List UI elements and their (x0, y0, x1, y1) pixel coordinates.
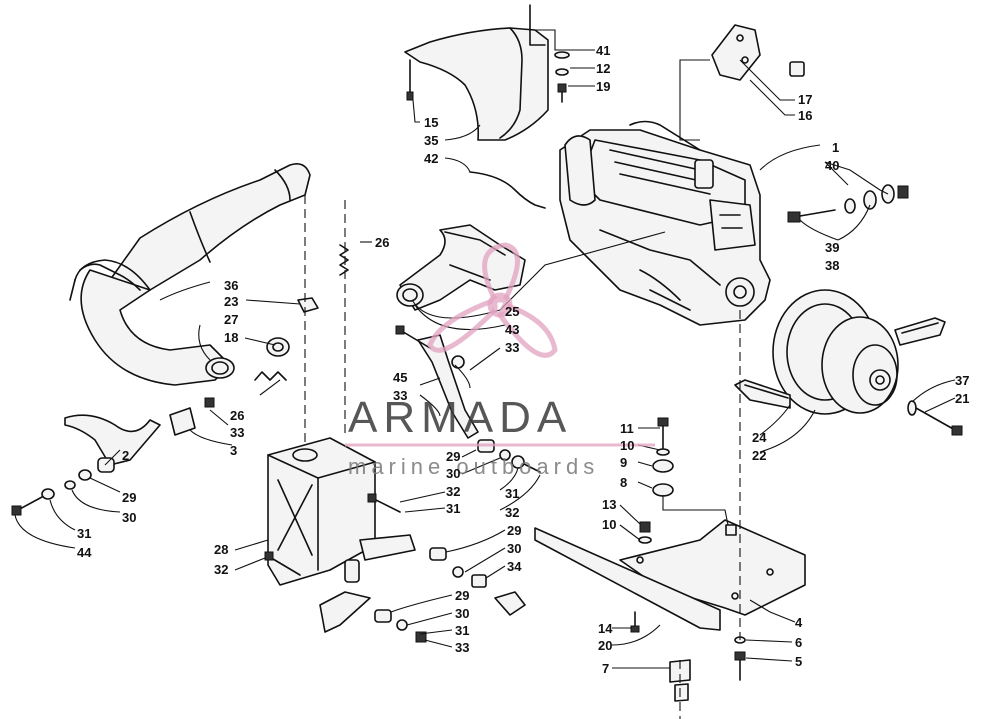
callout-label: 33 (455, 640, 469, 655)
callout-label: 29 (507, 523, 521, 538)
callout-label: 12 (596, 61, 610, 76)
callout-label: 30 (446, 466, 460, 481)
callout-label: 3 (230, 443, 237, 458)
callout-label: 29 (122, 490, 136, 505)
watermark-tagline: marine outboards (348, 454, 599, 479)
callout-label: 10 (620, 438, 634, 453)
callout-label: 26 (375, 235, 389, 250)
callout-label: 29 (446, 449, 460, 464)
callout-label: 30 (507, 541, 521, 556)
gaskets-springs (254, 244, 349, 381)
callout-label: 11 (620, 421, 634, 436)
drive-belt (734, 317, 946, 409)
callout-label: 22 (752, 448, 766, 463)
callout-label: 16 (798, 108, 812, 123)
callout-label: 29 (455, 588, 469, 603)
callout-label: 23 (224, 294, 238, 309)
callout-label: 35 (424, 133, 438, 148)
callout-label: 38 (825, 258, 839, 273)
watermark: ARMADA marine outboards (345, 242, 655, 479)
callout-label: 32 (214, 562, 228, 577)
callout-label: 40 (825, 158, 839, 173)
watermark-brand: ARMADA (348, 393, 572, 442)
heat-shield-cover (404, 4, 549, 141)
callout-label: 15 (424, 115, 438, 130)
callout-label: 39 (825, 240, 839, 255)
exhaust-pipe (69, 162, 311, 386)
callout-label: 28 (214, 542, 228, 557)
callout-label: 42 (424, 151, 438, 166)
callout-label: 43 (505, 322, 519, 337)
callout-label: 34 (507, 559, 522, 574)
callout-label: 14 (598, 621, 613, 636)
callout-label: 30 (455, 606, 469, 621)
leader-lines (14, 29, 956, 669)
callout-label: 45 (393, 370, 407, 385)
callout-label: 10 (602, 517, 616, 532)
callout-label: 2 (122, 448, 129, 463)
callout-label: 19 (596, 79, 610, 94)
callout-label: 41 (596, 43, 610, 58)
callout-label: 4 (795, 615, 803, 630)
wire-strap (469, 171, 546, 209)
callout-label: 37 (955, 373, 969, 388)
callout-label: 26 (230, 408, 244, 423)
callout-label: 33 (505, 340, 519, 355)
callout-label: 1 (832, 140, 839, 155)
callout-label: 33 (393, 388, 407, 403)
callout-label: 31 (77, 526, 91, 541)
bushings (264, 439, 541, 643)
callout-label: 36 (224, 278, 238, 293)
muffler-hanger (11, 397, 215, 516)
callout-label: 31 (455, 623, 469, 638)
callout-label: 44 (77, 545, 92, 560)
propeller-logo-icon (427, 242, 558, 358)
clutch-bolt (907, 400, 963, 436)
motor-plate (534, 519, 806, 631)
callout-label: 18 (224, 330, 238, 345)
callout-label: 30 (122, 510, 136, 525)
callout-label: 31 (446, 501, 460, 516)
callout-label: 7 (602, 661, 609, 676)
callout-label: 20 (598, 638, 612, 653)
engine-mount-bolt (787, 184, 909, 223)
callout-label: 6 (795, 635, 802, 650)
callout-label: 33 (230, 425, 244, 440)
engine-block (559, 120, 771, 326)
callout-label: 24 (752, 430, 767, 445)
callout-label: 13 (602, 497, 616, 512)
callout-label: 32 (505, 505, 519, 520)
callout-label: 31 (505, 486, 519, 501)
callout-label: 27 (224, 312, 238, 327)
silencer-box (267, 437, 526, 633)
washer-stack-top (554, 51, 570, 103)
drive-clutch (772, 289, 899, 415)
callout-label: 9 (620, 455, 627, 470)
callout-label: 17 (798, 92, 812, 107)
callout-label: 5 (795, 654, 802, 669)
mount-hardware (630, 417, 746, 702)
mount-bracket (711, 24, 805, 81)
assembly-centerlines (304, 195, 741, 719)
callout-label: 21 (955, 391, 969, 406)
callout-label: 8 (620, 475, 627, 490)
callout-label: 32 (446, 484, 460, 499)
callout-label: 25 (505, 304, 519, 319)
callout-labels: 1 40 39 38 41 12 19 15 35 42 17 16 26 36… (77, 43, 969, 676)
